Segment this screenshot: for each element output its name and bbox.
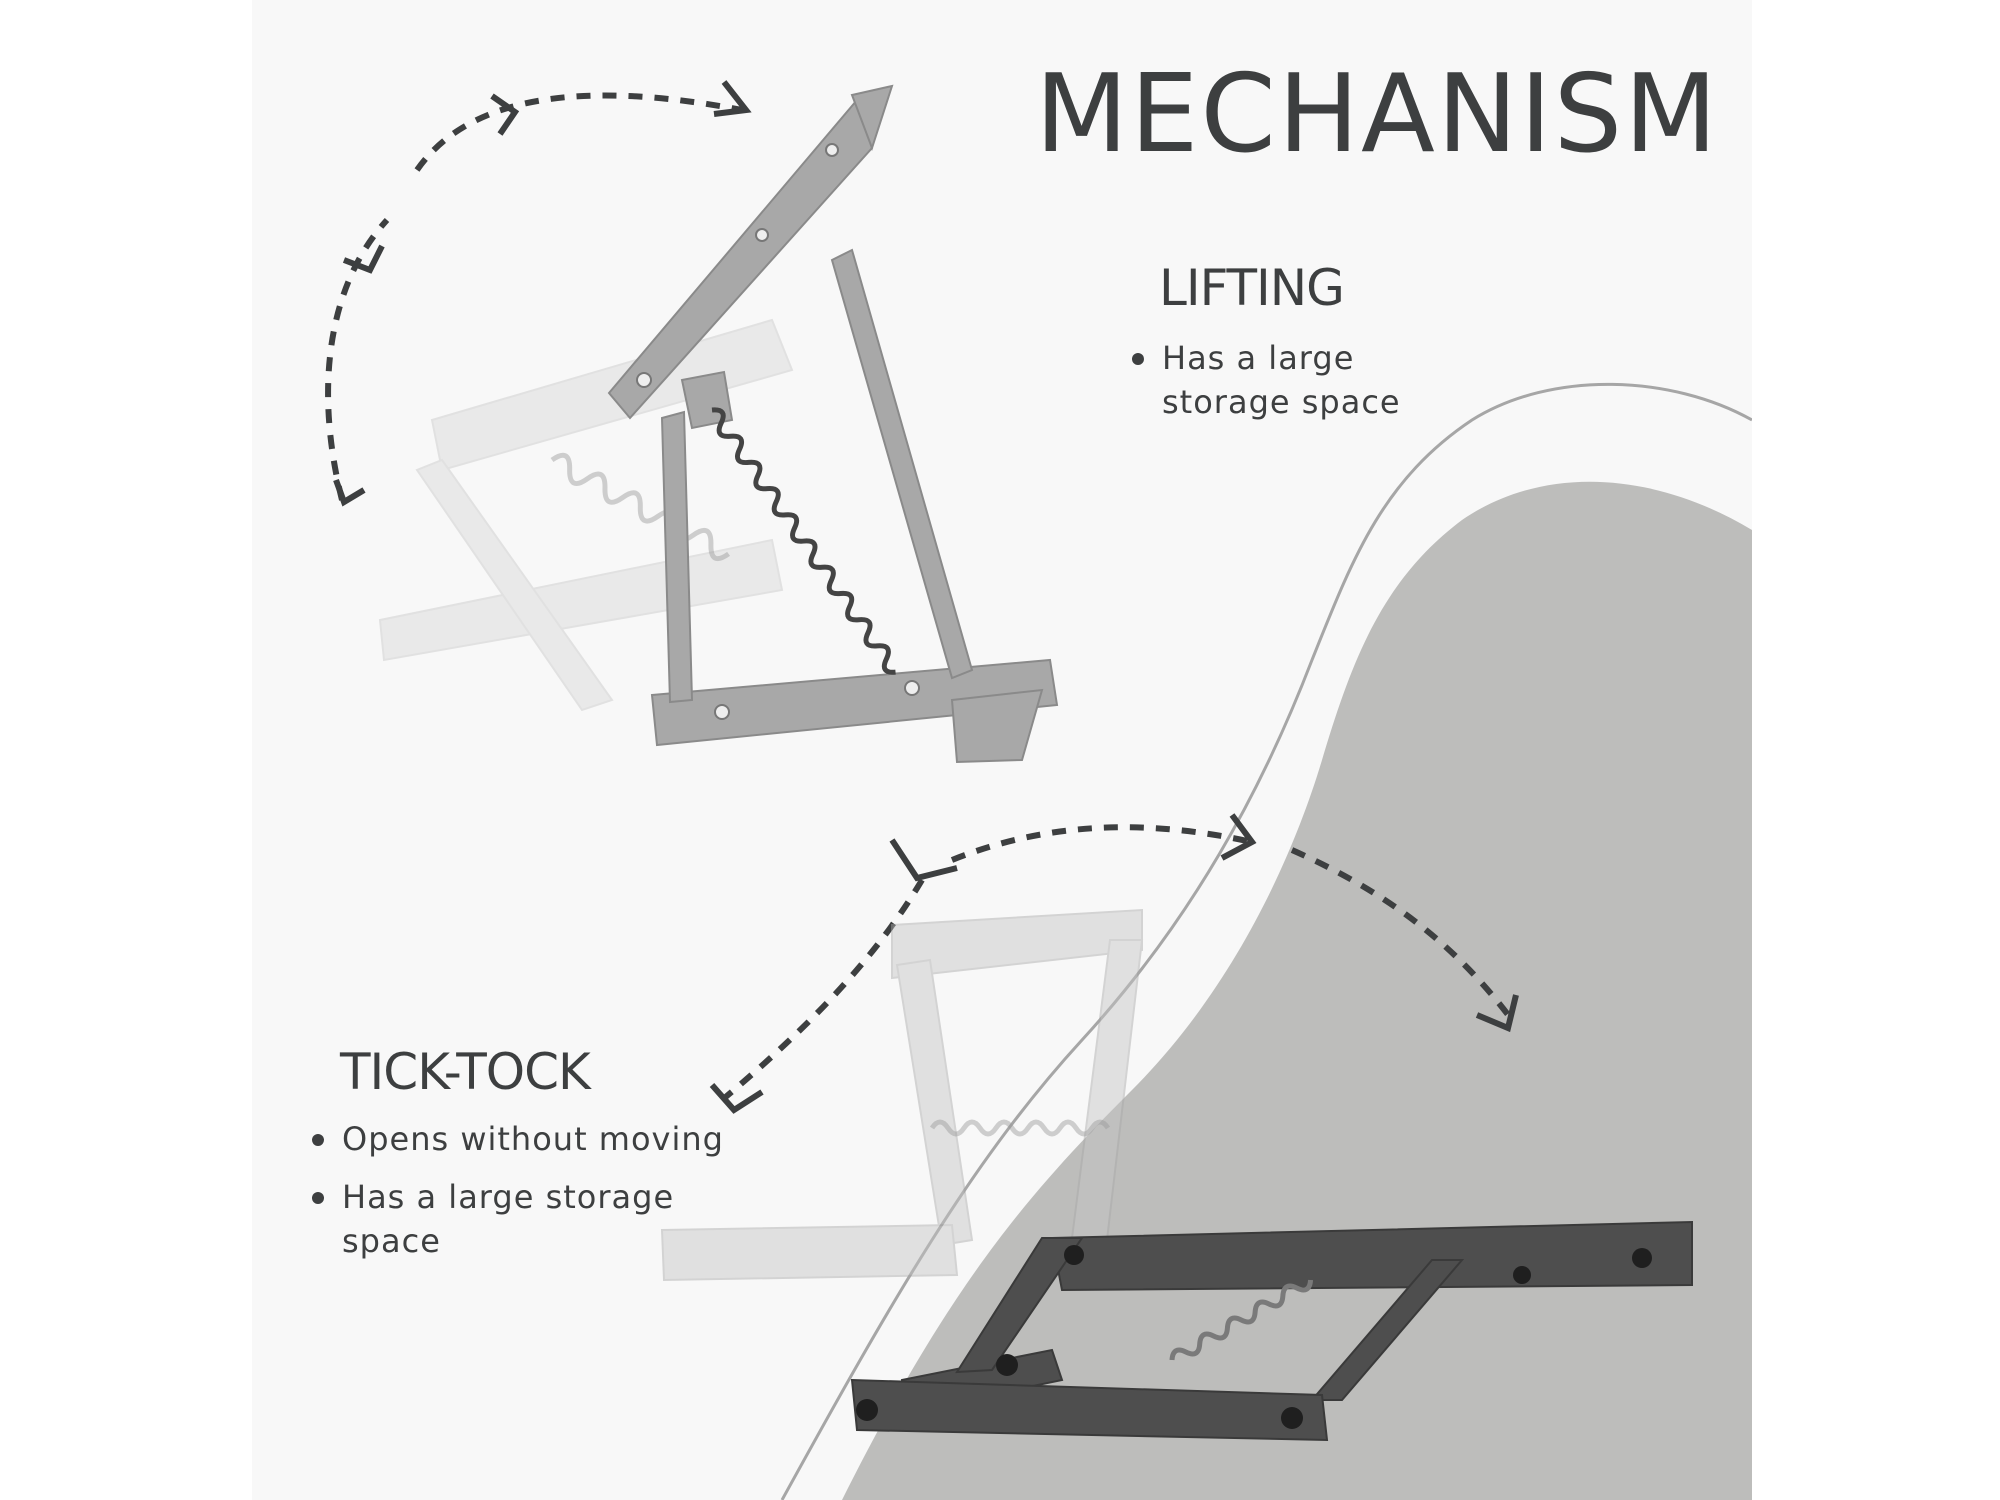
lifting-motion-arrow-top-icon — [414, 92, 743, 172]
ticktock-bullet-2: Has a large storage space — [312, 1175, 722, 1263]
lifting-bullet-list: Has a large storage space — [1132, 336, 1432, 438]
ticktock-heading: TICK-TOCK — [340, 1043, 591, 1101]
ticktock-motion-arrow-left-icon — [720, 878, 925, 1103]
ticktock-bullet-1: Opens without moving — [312, 1117, 772, 1161]
ticktock-spring-icon — [1169, 1279, 1314, 1361]
lifting-mechanism-illustration — [325, 80, 1059, 764]
ticktock-top-bar — [1050, 1220, 1693, 1292]
ticktock-motion-arrow-top-icon — [950, 824, 1253, 863]
ticktock-bullet-list: Opens without moving Has a large storage… — [312, 1117, 772, 1277]
lifting-motion-arrow-icon — [325, 217, 390, 501]
lifting-bullet-1: Has a large storage space — [1132, 336, 1432, 424]
ticktock-mechanism-illustration — [660, 813, 1693, 1442]
lifting-heading: LIFTING — [1159, 259, 1345, 317]
lifting-spring-icon — [711, 407, 896, 675]
page-title: MECHANISM — [1035, 52, 1720, 177]
ticktock-base-bar — [850, 1378, 1329, 1442]
ticktock-motion-arrow-right-icon — [1290, 847, 1515, 1022]
infographic-panel: MECHANISM LIFTING Has a large storage sp… — [252, 0, 1752, 1500]
lifting-base-bar — [650, 658, 1059, 747]
